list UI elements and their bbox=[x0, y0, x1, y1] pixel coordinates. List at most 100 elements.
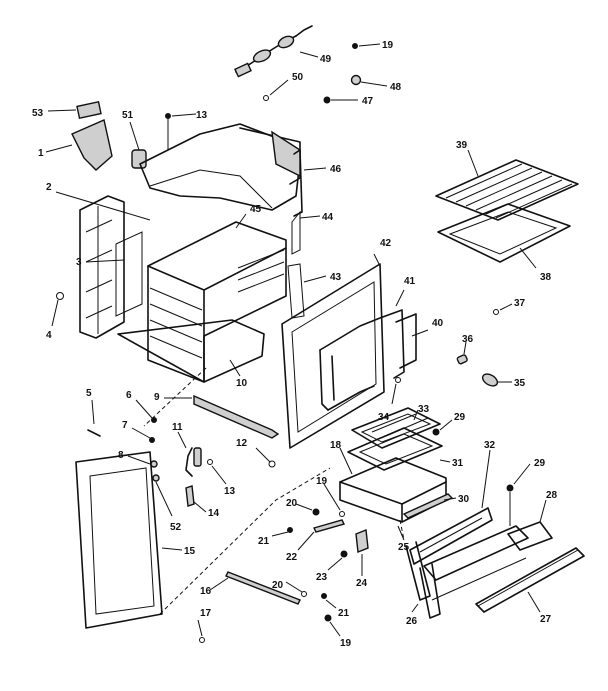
oven-rack-39 bbox=[435, 149, 579, 221]
callout-23: 23 bbox=[316, 572, 328, 583]
kick-plate-27 bbox=[475, 547, 585, 613]
callout-46: 46 bbox=[330, 164, 342, 175]
heating-element-41 bbox=[319, 289, 405, 411]
screw-13b bbox=[207, 459, 227, 485]
callout-29-lower: 29 bbox=[534, 458, 546, 469]
callout-13-top: 13 bbox=[196, 110, 208, 121]
callout-45: 45 bbox=[250, 204, 262, 215]
screw-4 bbox=[51, 292, 64, 327]
callout-8: 8 bbox=[118, 450, 124, 461]
screw-20-mid bbox=[295, 503, 320, 516]
drawer-cover-28 bbox=[507, 499, 553, 551]
callout-49: 49 bbox=[320, 54, 332, 65]
callout-40: 40 bbox=[432, 318, 444, 329]
callout-9: 9 bbox=[154, 392, 160, 403]
oven-door-15 bbox=[75, 451, 183, 629]
callout-33: 33 bbox=[418, 404, 430, 415]
callout-19-mid: 19 bbox=[316, 476, 328, 487]
screw-12 bbox=[255, 447, 276, 468]
callout-16: 16 bbox=[200, 586, 212, 597]
callout-10: 10 bbox=[236, 378, 248, 389]
bracket-24 bbox=[355, 529, 369, 576]
callout-4: 4 bbox=[46, 330, 52, 341]
drawer-panel-26 bbox=[411, 525, 529, 619]
callout-21-mid: 21 bbox=[258, 536, 270, 547]
igniter-harness bbox=[234, 25, 319, 78]
rod-16 bbox=[209, 571, 301, 605]
callout-31: 31 bbox=[452, 458, 464, 469]
screw-19-bottom bbox=[324, 614, 341, 637]
hinge-8-52 bbox=[127, 455, 173, 517]
screw-17 bbox=[197, 619, 205, 643]
part-36 bbox=[456, 341, 468, 365]
broiler-pan-38 bbox=[437, 203, 571, 269]
callout-labels: 1 2 3 4 5 6 7 8 9 10 11 12 13 13 14 15 1… bbox=[32, 40, 558, 649]
callout-26: 26 bbox=[406, 616, 418, 627]
callout-29-upper: 29 bbox=[454, 412, 466, 423]
callout-6: 6 bbox=[126, 390, 132, 401]
callout-19-top: 19 bbox=[382, 40, 394, 51]
callout-5: 5 bbox=[86, 388, 92, 399]
callout-37: 37 bbox=[514, 298, 526, 309]
callout-17: 17 bbox=[200, 608, 212, 619]
oven-body bbox=[147, 221, 287, 383]
callout-50: 50 bbox=[292, 72, 304, 83]
vent-deflector-1 bbox=[45, 119, 113, 171]
callout-2: 2 bbox=[46, 182, 52, 193]
panel-44 bbox=[291, 210, 321, 255]
callout-48: 48 bbox=[390, 82, 402, 93]
callout-38: 38 bbox=[540, 272, 552, 283]
callout-44: 44 bbox=[322, 212, 334, 223]
callout-18: 18 bbox=[330, 440, 342, 451]
part-51 bbox=[129, 121, 147, 169]
callout-30: 30 bbox=[458, 494, 470, 505]
callout-36: 36 bbox=[462, 334, 474, 345]
callout-19-bottom: 19 bbox=[340, 638, 352, 649]
rail-9 bbox=[164, 394, 280, 439]
leader-25 bbox=[397, 525, 405, 541]
callout-34: 34 bbox=[378, 412, 390, 423]
screw-19-top bbox=[352, 43, 381, 49]
broiler-grid-31 bbox=[347, 427, 451, 471]
dashed-guide-door bbox=[143, 367, 331, 615]
leader-13-top bbox=[165, 113, 197, 150]
hinge-arm-14 bbox=[185, 485, 207, 513]
screw-29a bbox=[432, 419, 453, 436]
callout-25: 25 bbox=[398, 542, 410, 553]
screw-23 bbox=[327, 550, 348, 571]
panel-43 bbox=[287, 263, 327, 319]
hinge-11 bbox=[177, 431, 202, 477]
part-5 bbox=[87, 399, 101, 437]
drawer-18 bbox=[339, 447, 447, 523]
callout-20-mid: 20 bbox=[286, 498, 298, 509]
callout-13-lower: 13 bbox=[224, 486, 236, 497]
screw-19-mid bbox=[323, 483, 345, 517]
callout-28: 28 bbox=[546, 490, 558, 501]
callout-42: 42 bbox=[380, 238, 392, 249]
side-panel bbox=[79, 195, 125, 339]
callout-35: 35 bbox=[514, 378, 526, 389]
callout-32: 32 bbox=[484, 440, 496, 451]
callout-3: 3 bbox=[76, 257, 82, 268]
screw-7 bbox=[131, 427, 155, 443]
screw-21-bottom bbox=[321, 593, 337, 609]
callout-12: 12 bbox=[236, 438, 248, 449]
leader-2 bbox=[55, 191, 151, 221]
callout-53: 53 bbox=[32, 108, 44, 119]
drawer-slide-30 bbox=[402, 493, 457, 519]
screw-20-bottom bbox=[285, 581, 307, 597]
lamp-35 bbox=[481, 373, 512, 387]
callout-15: 15 bbox=[184, 546, 196, 557]
door-frame-42 bbox=[281, 253, 385, 449]
top-cover bbox=[139, 123, 301, 211]
screw-21-mid bbox=[271, 527, 293, 537]
leader-45 bbox=[235, 213, 247, 229]
callout-1: 1 bbox=[38, 148, 44, 159]
knob-48 bbox=[350, 74, 388, 87]
screw-6 bbox=[135, 399, 157, 423]
inner-panel-3 bbox=[85, 231, 143, 317]
callout-39: 39 bbox=[456, 140, 468, 151]
screw-50 bbox=[263, 79, 289, 101]
element-40 bbox=[395, 313, 429, 369]
